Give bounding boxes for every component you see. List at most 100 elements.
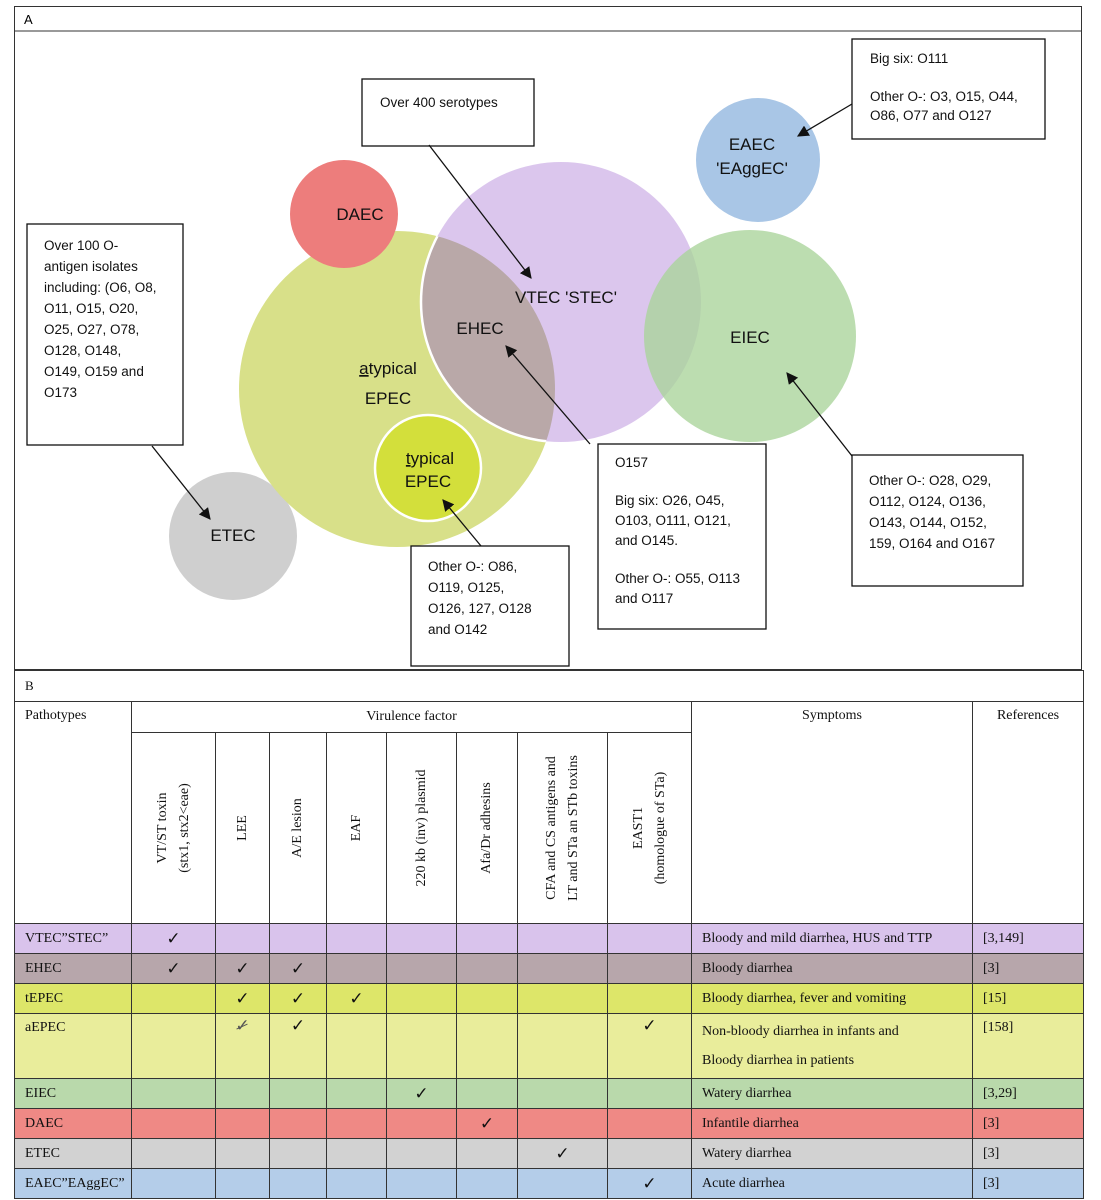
circle-typical-epec [373, 413, 483, 523]
empty-cell [607, 1138, 692, 1169]
table-row: ETEC✓Watery diarrhea[3] [14, 1138, 1085, 1169]
header-pathotypes: Pathotypes [14, 701, 132, 924]
svg-text:O149, O159 and: O149, O159 and [44, 364, 144, 379]
circle-eiec [644, 230, 856, 442]
svg-text:O119, O125,: O119, O125, [428, 580, 504, 595]
reference-cell: [3] [971, 1168, 1085, 1199]
empty-cell [131, 1168, 216, 1199]
empty-cell [131, 1013, 216, 1079]
virulence-factor-header: 220 kb (inv) plasmid [386, 732, 457, 924]
check-icon: ✓ [456, 1108, 518, 1139]
empty-cell [326, 953, 387, 984]
empty-cell [326, 1138, 387, 1169]
check-icon: ✓ [326, 983, 387, 1014]
arrow-to-ehec [505, 345, 591, 445]
empty-cell [386, 1013, 457, 1079]
panel-a-label: A [24, 12, 33, 27]
svg-text:Over 400 serotypes: Over 400 serotypes [380, 95, 498, 110]
svg-text:O103, O111, O121,: O103, O111, O121, [615, 513, 731, 528]
check-icon: ✓ [269, 1013, 327, 1079]
empty-cell [517, 1108, 608, 1139]
label-typical-epec-line2: EPEC [405, 472, 451, 491]
symptoms-cell: Bloody diarrhea, fever and vomiting [691, 983, 973, 1014]
svg-text:Over 100 O-: Over 100 O- [44, 238, 118, 253]
circle-etec [169, 472, 297, 600]
symptom-text: Bloody diarrhea, fever and vomiting [702, 991, 907, 1006]
arrow-to-vtec [428, 144, 532, 279]
virulence-factor-header: EAF [326, 732, 387, 924]
empty-cell [269, 1078, 327, 1109]
arrow-to-eiec [786, 372, 853, 457]
reference-cell: [3] [971, 953, 1085, 984]
virulence-factor-header: LEE [215, 732, 270, 924]
empty-cell [215, 1138, 270, 1169]
annotation-boxes: Over 400 serotypes Big six: O111 Other O… [26, 38, 1046, 667]
reference-cell: [3,149] [971, 923, 1085, 954]
label-eaec-line2: 'EAggEC' [716, 159, 788, 178]
virulence-factor-label: LT and STa an STb toxins [565, 755, 581, 901]
table-row: EIEC✓Watery diarrhea[3,29] [14, 1078, 1085, 1109]
virulence-factor-header: A/E lesion [269, 732, 327, 924]
empty-cell [456, 1168, 518, 1199]
header-references: References [971, 701, 1085, 924]
reference-cell: [158] [971, 1013, 1085, 1079]
svg-text:and O145.: and O145. [615, 533, 678, 548]
symptom-text: Non-bloody diarrhea in infants and [702, 1024, 899, 1039]
symptoms-cell: Watery diarrhea [691, 1138, 973, 1169]
empty-cell [269, 1168, 327, 1199]
empty-cell [326, 1108, 387, 1139]
virulence-factor-label: CFA and CS antigens and [543, 756, 559, 900]
symptoms-cell: Bloody diarrhea [691, 953, 973, 984]
table-row: EHEC✓✓✓Bloody diarrhea[3] [14, 953, 1085, 984]
circle-eaec [696, 98, 820, 222]
pathotype-name: tEPEC [14, 983, 132, 1014]
virulence-factor-header: Afa/Dr adhesins [456, 732, 518, 924]
pathotype-rows: VTEC”STEC”✓Bloody and mild diarrhea, HUS… [14, 923, 1085, 1199]
empty-cell [607, 953, 692, 984]
check-icon: ✓ [607, 1168, 692, 1199]
label-atypical-epec: atypical [359, 359, 417, 378]
empty-cell [517, 1168, 608, 1199]
check-icon: ✓ [517, 1138, 608, 1169]
symptom-text: Watery diarrhea [702, 1086, 792, 1101]
arrow-to-tepec [442, 499, 482, 547]
reference-cell: [3] [971, 1138, 1085, 1169]
empty-cell [517, 983, 608, 1014]
svg-text:including: (O6, O8,: including: (O6, O8, [44, 280, 157, 295]
empty-cell [456, 923, 518, 954]
label-ehec: EHEC [456, 319, 503, 338]
symptoms-cell: Bloody and mild diarrhea, HUS and TTP [691, 923, 973, 954]
label-eiec: EIEC [730, 328, 770, 347]
symptoms-cell: Infantile diarrhea [691, 1108, 973, 1139]
box-aepec-serotypes: Over 100 O- antigen isolates including: … [26, 223, 184, 446]
symptom-text: Bloody diarrhea in patients [702, 1053, 855, 1068]
virulence-factor-label: VT/ST toxin [154, 792, 170, 864]
empty-cell [386, 953, 457, 984]
label-atypical-epec-line2: EPEC [365, 389, 411, 408]
empty-cell [215, 923, 270, 954]
table-row: DAEC✓Infantile diarrhea[3] [14, 1108, 1085, 1139]
empty-cell [386, 1168, 457, 1199]
svg-text:O25, O27, O78,: O25, O27, O78, [44, 322, 139, 337]
svg-text:and O117: and O117 [615, 591, 673, 606]
symptom-text: Acute diarrhea [702, 1176, 785, 1191]
empty-cell [386, 983, 457, 1014]
empty-cell [456, 1078, 518, 1109]
check-icon: ✓ [386, 1078, 457, 1109]
empty-cell [456, 953, 518, 984]
label-typical-epec: typical [406, 449, 454, 468]
svg-text:O143, O144, O152,: O143, O144, O152, [869, 515, 987, 530]
svg-text:Other O-: O55, O113: Other O-: O55, O113 [615, 571, 740, 586]
reference-cell: [15] [971, 983, 1085, 1014]
symptoms-cell: Watery diarrhea [691, 1078, 973, 1109]
empty-cell [386, 923, 457, 954]
empty-cell [269, 1108, 327, 1139]
symptom-text: Bloody diarrhea [702, 961, 793, 976]
empty-cell [326, 923, 387, 954]
table-row: tEPEC✓✓✓Bloody diarrhea, fever and vomit… [14, 983, 1085, 1014]
header-virulence-factor: Virulence factor [131, 701, 692, 733]
table-row: VTEC”STEC”✓Bloody and mild diarrhea, HUS… [14, 923, 1085, 954]
svg-text:O11, O15, O20,: O11, O15, O20, [44, 301, 138, 316]
